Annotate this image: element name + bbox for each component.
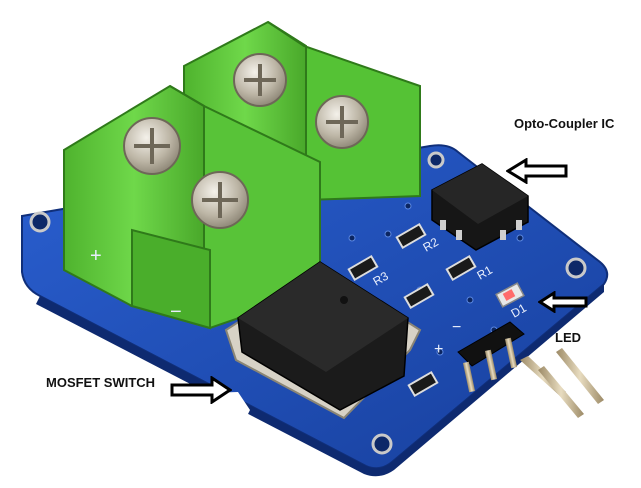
white-patch <box>172 392 250 440</box>
led-component <box>495 282 525 308</box>
mounting-hole <box>29 211 51 233</box>
mosfet-component <box>224 261 422 420</box>
screw-terminal-front <box>63 84 321 330</box>
silk-r1: R1 <box>475 263 496 283</box>
opto-coupler-label: Opto-Coupler IC <box>514 116 615 131</box>
mounting-hole <box>565 257 587 279</box>
led-label: LED <box>555 330 581 345</box>
mounting-hole <box>371 433 393 455</box>
arrow-left-icon <box>506 158 568 184</box>
silk-r3: R3 <box>371 269 392 289</box>
silk-r2: R2 <box>421 235 442 255</box>
silk-plus-header: + <box>434 341 443 358</box>
smd-resistors <box>347 222 477 398</box>
silk-minus-left: − <box>170 301 182 323</box>
pin-header <box>457 321 604 418</box>
silk-d1: D1 <box>509 301 530 321</box>
mosfet-switch-label: MOSFET SWITCH <box>46 375 156 390</box>
silk-minus-header: − <box>452 319 461 336</box>
opto-coupler-ic <box>431 163 529 251</box>
mounting-hole <box>427 151 445 169</box>
arrow-left-icon <box>538 291 588 313</box>
silk-plus-left: + <box>90 245 102 267</box>
arrow-right-icon <box>170 376 232 404</box>
